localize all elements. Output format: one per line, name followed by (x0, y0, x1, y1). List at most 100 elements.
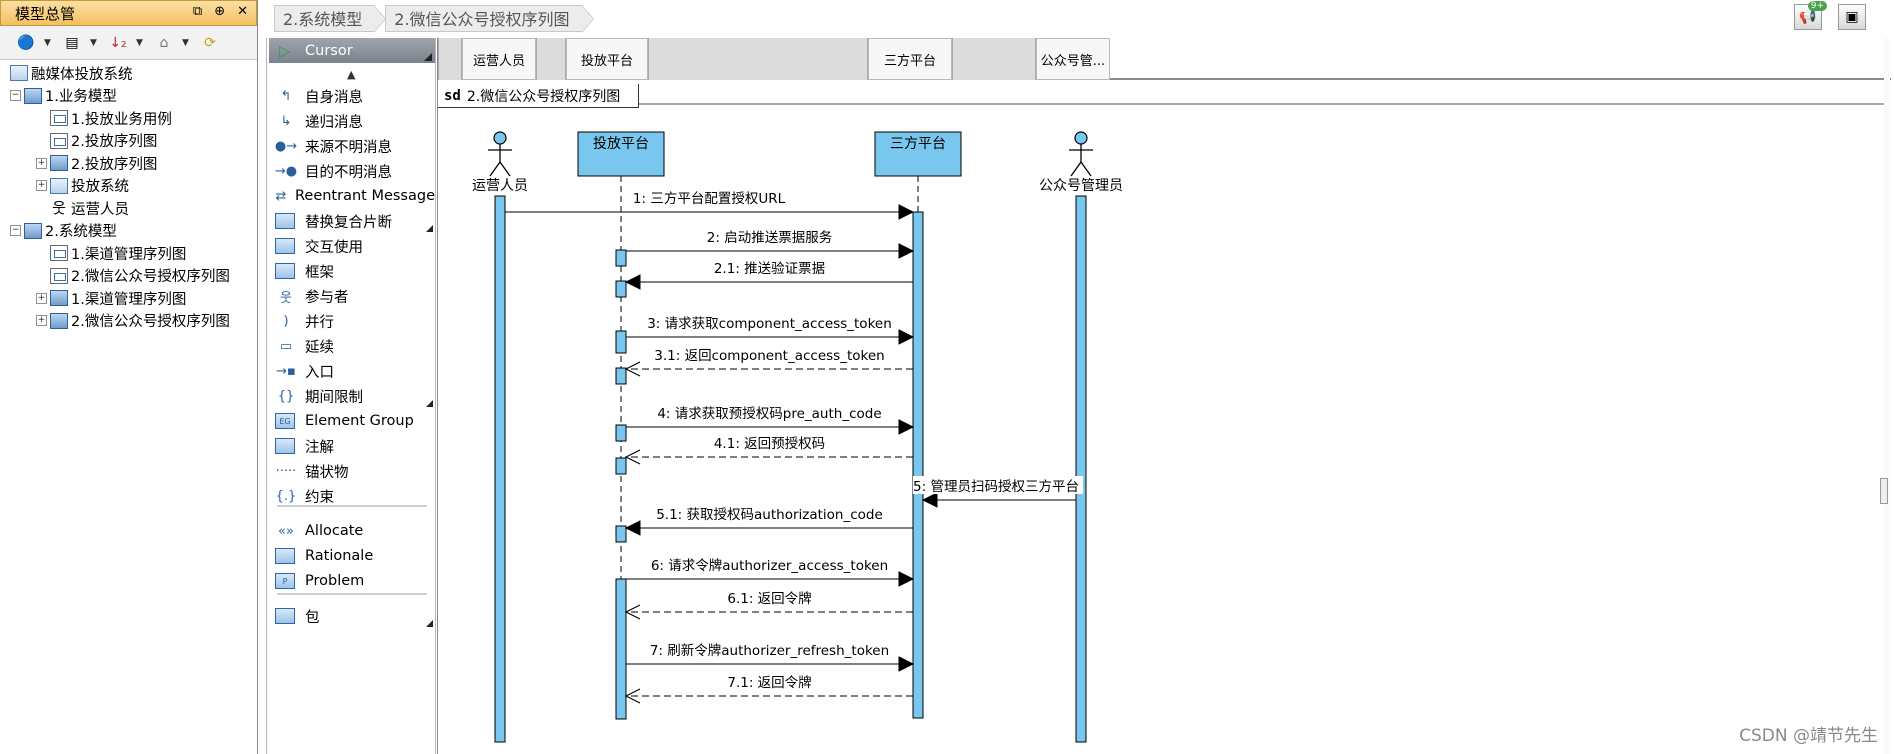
message-arrowhead (624, 361, 641, 377)
tree-node[interactable]: 2.微信公众号授权序列图 (10, 265, 257, 288)
scroll-up-icon[interactable]: ▲ (347, 68, 356, 81)
dropdown-arrow-icon[interactable]: ▼ (182, 37, 189, 48)
lane-header-platform[interactable]: 投放平台 (566, 38, 648, 80)
palette-item-label: 并行 (305, 314, 334, 331)
diagram-canvas[interactable]: 运营人员 投放平台 三方平台 公众号管... 运营人员投放平台三方平台公众号管理… (437, 38, 1891, 754)
palette-item-interaction-use[interactable]: 交互使用 (275, 233, 435, 259)
new-model-icon[interactable]: 🔵 (17, 34, 35, 51)
palette-item-label: 替换复合片断 (305, 214, 392, 231)
tree-node[interactable]: 2.投放序列图 (10, 130, 257, 153)
properties-icon[interactable]: ▤ (65, 34, 79, 51)
message-arrowhead (898, 329, 915, 345)
lifeline-head-box (577, 131, 665, 177)
expand-icon[interactable]: + (36, 157, 47, 169)
message-label: 3.1: 返回component_access_token (654, 348, 884, 364)
palette-separator (277, 593, 427, 595)
palette-item-label: 交互使用 (305, 239, 363, 256)
message-label: 2: 启动推送票据服务 (707, 230, 832, 246)
palette-item-duration-constraint[interactable]: {}期间限制 (275, 383, 435, 409)
model-package-icon (24, 87, 42, 104)
tree-node[interactable]: 1.投放业务用例 (10, 107, 257, 130)
expand-corner-icon (424, 53, 432, 61)
lifeline-name: 投放平台 (593, 136, 649, 152)
close-icon[interactable]: ✕ (237, 4, 248, 19)
palette-item-self-message[interactable]: ↰自身消息 (275, 83, 435, 109)
message-label: 2.1: 推送验证票据 (714, 261, 825, 277)
tree-node-label: 1.业务模型 (45, 89, 117, 106)
dropdown-arrow-icon[interactable]: ▼ (136, 37, 143, 48)
palette-item-lost-message[interactable]: →●目的不明消息 (275, 158, 435, 184)
continuation-icon: ▭ (279, 338, 293, 354)
notifications-button[interactable]: 📢 9+ (1794, 1, 1827, 30)
tree-node[interactable]: − 2.系统模型 (10, 220, 257, 243)
refresh-icon[interactable]: ⟳ (204, 34, 216, 51)
lane-header-mp-admin[interactable]: 公众号管... (1036, 38, 1110, 80)
palette-item-frame[interactable]: 框架 (275, 258, 435, 284)
message-arrowhead (624, 604, 641, 620)
collapse-icon[interactable]: − (10, 225, 21, 237)
palette-item-label: Allocate (305, 523, 364, 539)
vertical-scrollbar[interactable] (1884, 38, 1890, 754)
actor-leg (1080, 161, 1092, 177)
palette-item-recursive-message[interactable]: ↳递归消息 (275, 108, 435, 134)
actor-leg (499, 161, 511, 177)
dropdown-arrow-icon[interactable]: ▼ (90, 37, 97, 48)
palette-item-found-message[interactable]: ●→来源不明消息 (275, 133, 435, 159)
palette-item-combined-fragment[interactable]: 替换复合片断 (275, 208, 435, 234)
palette-item-anchor[interactable]: ·····锚状物 (275, 458, 435, 484)
window-layout-button[interactable]: ▣ (1838, 4, 1866, 30)
palette-item-reentrant-message[interactable]: ⇄Reentrant Message (275, 183, 435, 209)
tree-node-label: 1.渠道管理序列图 (71, 291, 187, 308)
lane-header-label: 三方平台 (883, 53, 936, 69)
tree-node[interactable]: 融媒体投放系统 (10, 62, 257, 85)
pin-icon[interactable]: ⊕ (214, 4, 226, 19)
tree-node[interactable]: 1.渠道管理序列图 (10, 242, 257, 265)
collapse-icon[interactable]: − (10, 90, 21, 102)
message-label: 4.1: 返回预授权码 (714, 435, 825, 452)
lane-header-operator[interactable]: 运营人员 (462, 38, 536, 80)
palette-item-continuation[interactable]: ▭ 延续 (275, 333, 435, 359)
tree-node[interactable]: +2.投放序列图 (10, 152, 257, 175)
tree-node[interactable]: − 1.业务模型 (10, 85, 257, 108)
palette-item-note[interactable]: 注解 (275, 433, 435, 459)
tree-node[interactable]: +2.微信公众号授权序列图 (10, 310, 257, 333)
sort-icon[interactable]: ↓₂ (109, 34, 127, 51)
lifeline-name: 三方平台 (890, 136, 946, 152)
tree-node-label: 2.系统模型 (45, 224, 117, 241)
scroll-grip[interactable] (1880, 478, 1888, 504)
palette-item-label: Reentrant Message (294, 188, 435, 204)
up-level-icon[interactable]: ⌂ (159, 34, 169, 51)
palette-cursor-tool[interactable]: ▷ Cursor (269, 38, 435, 63)
palette-item-rationale[interactable]: Rationale (275, 543, 435, 569)
diagram-palette: ▷ Cursor ▲ ↰自身消息↳递归消息●→来源不明消息→●目的不明消息⇄Re… (266, 38, 436, 754)
message-arrowhead (898, 571, 915, 587)
tree-node[interactable]: +1.渠道管理序列图 (10, 287, 257, 310)
breadcrumb-item-diagram[interactable]: 2.微信公众号授权序列图 (385, 4, 594, 33)
message-arrowhead (624, 688, 641, 704)
palette-item-coregion[interactable]: )并行 (275, 308, 435, 334)
palette-item-gate[interactable]: →▪入口 (275, 358, 435, 384)
palette-separator (277, 505, 427, 507)
dropdown-arrow-icon[interactable]: ▼ (44, 37, 51, 48)
breadcrumb-item-system-model[interactable]: 2.系统模型 (274, 4, 387, 33)
palette-item-label: 递归消息 (305, 114, 363, 131)
interaction-icon (50, 155, 68, 172)
palette-item-label: 延续 (305, 339, 334, 356)
expand-icon[interactable]: + (36, 180, 47, 192)
sequence-diagram-icon (50, 245, 68, 262)
palette-item-constraint[interactable]: {.}约束 (275, 483, 435, 509)
notification-badge: 9+ (1807, 1, 1827, 11)
tree-node[interactable]: +投放系统 (10, 175, 257, 198)
palette-item-package[interactable]: 包 (275, 603, 435, 629)
lane-header-third-party[interactable]: 三方平台 (868, 38, 952, 80)
palette-item-allocate[interactable]: «»Allocate (275, 518, 435, 544)
expand-icon[interactable]: + (36, 315, 47, 327)
restore-icon[interactable]: ⧉ (192, 4, 203, 19)
activation-bar (615, 457, 627, 475)
watermark: CSDN @靖节先生 (1739, 726, 1878, 746)
expand-icon[interactable]: + (36, 292, 47, 304)
